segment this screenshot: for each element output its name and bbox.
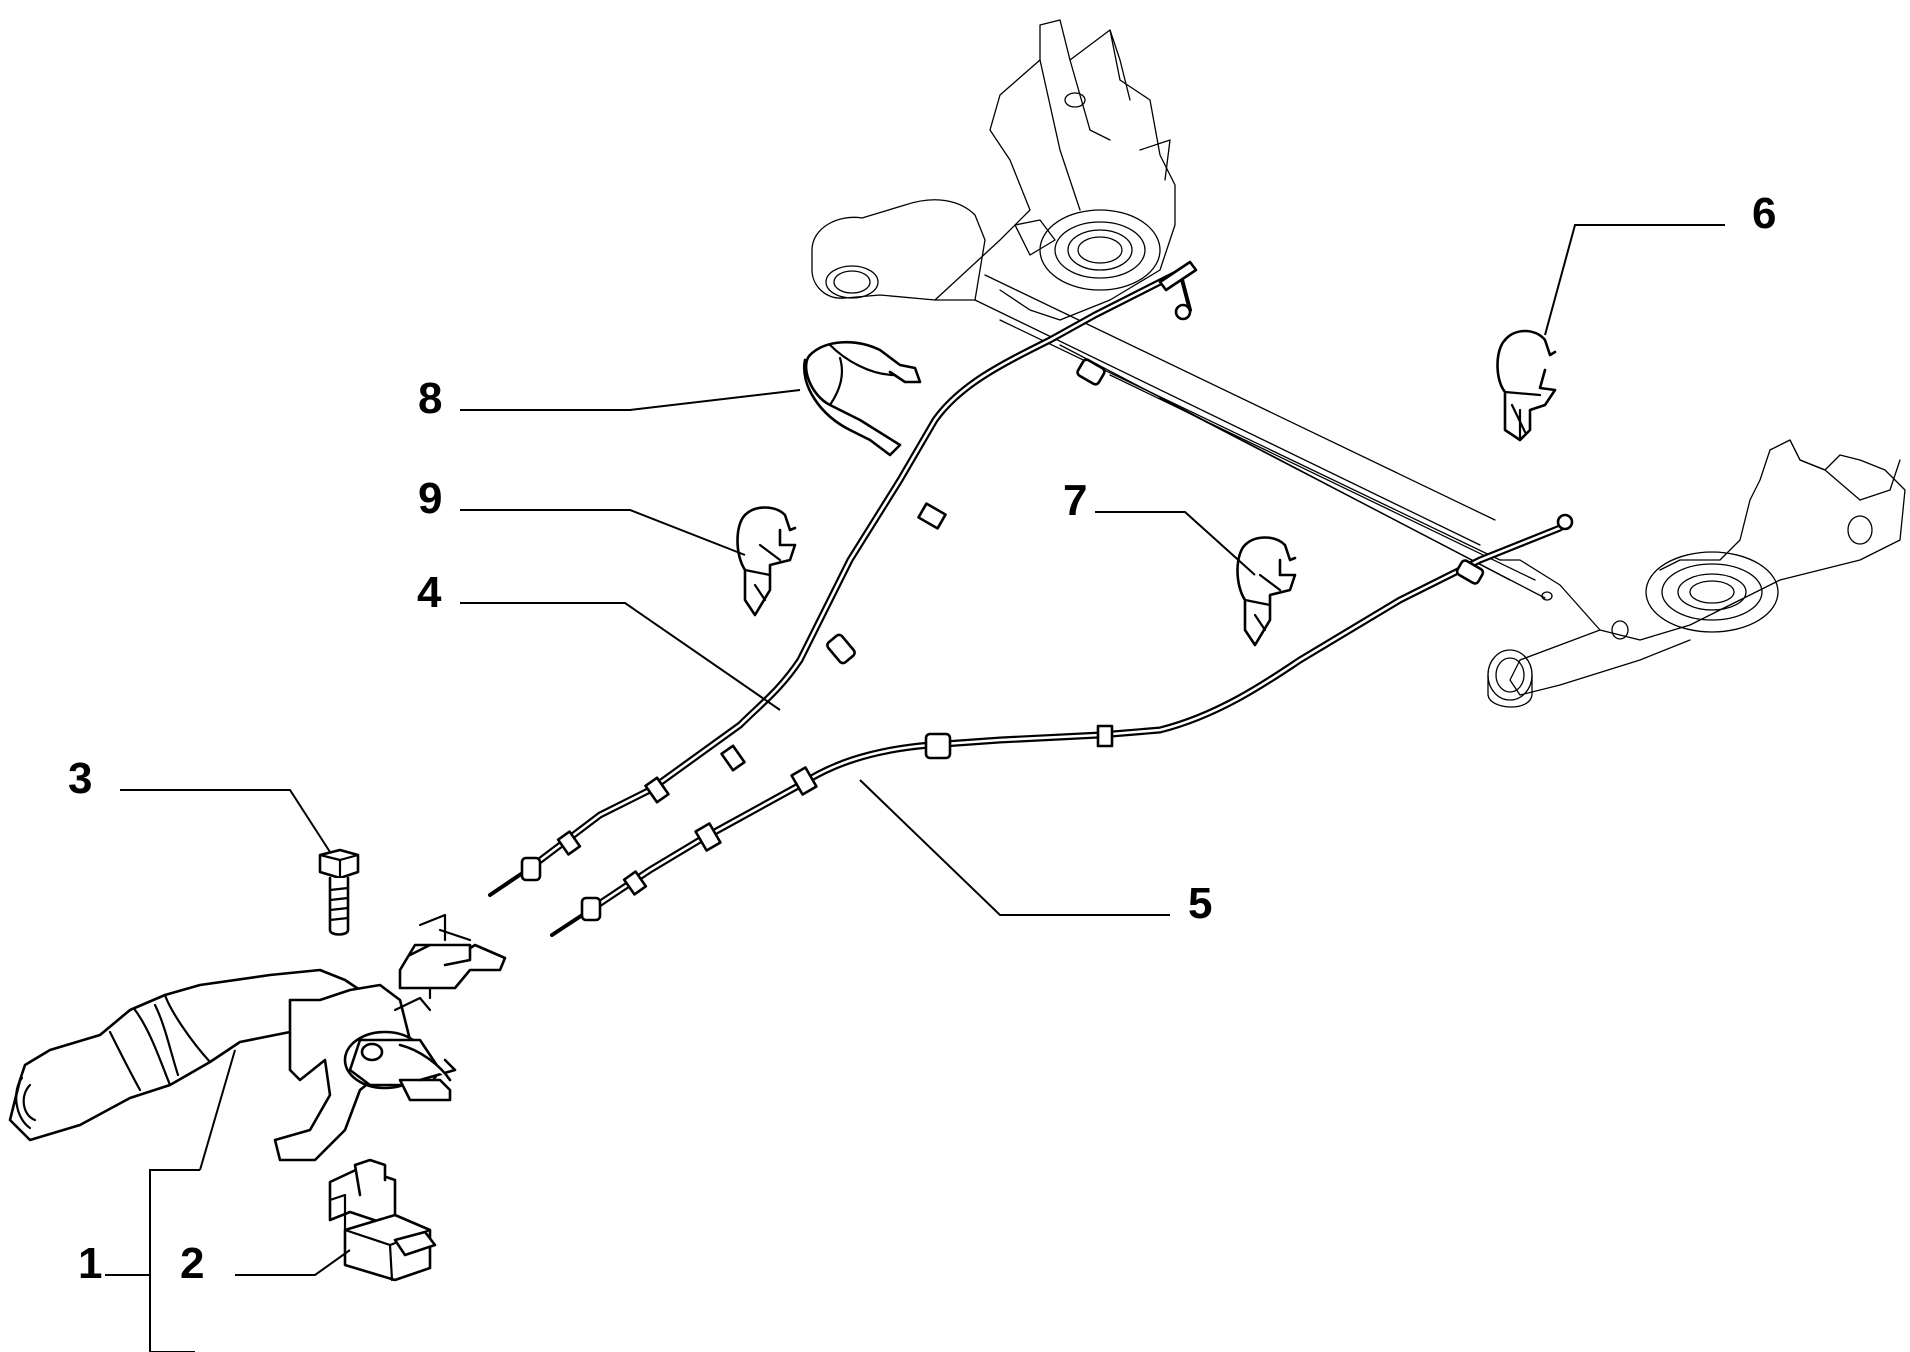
callout-2: 2 <box>180 1239 204 1288</box>
rear-axle-beam <box>811 19 1906 708</box>
leader-1-bracket <box>149 1169 200 1352</box>
leader-lines <box>105 224 1725 1352</box>
brake-switch <box>328 1158 437 1282</box>
clamp-8 <box>802 340 922 457</box>
callout-numbers: 1 2 3 4 5 6 7 8 9 <box>68 189 1776 1288</box>
callout-9: 9 <box>418 474 442 523</box>
callout-3: 3 <box>68 754 92 803</box>
cable-5 <box>550 513 1574 937</box>
leader-1-lever <box>199 1049 236 1171</box>
callout-4: 4 <box>417 568 442 617</box>
clip-9 <box>736 506 797 617</box>
leader-4 <box>460 602 781 711</box>
bolt <box>318 848 360 936</box>
callout-1: 1 <box>78 1239 102 1288</box>
leader-7 <box>1095 511 1256 576</box>
leader-2 <box>235 1249 351 1276</box>
callout-5: 5 <box>1188 879 1212 928</box>
callout-7: 7 <box>1063 476 1087 525</box>
leader-6 <box>1544 224 1725 336</box>
leader-9 <box>460 509 746 556</box>
callout-8: 8 <box>418 374 442 423</box>
clip-7 <box>1236 536 1297 647</box>
handbrake-lever <box>8 913 507 1162</box>
cable-4 <box>488 260 1198 897</box>
leader-3 <box>120 789 331 853</box>
clip-6 <box>1496 329 1557 442</box>
leader-5 <box>859 779 1170 916</box>
callout-6: 6 <box>1752 189 1776 238</box>
leader-8 <box>460 389 801 411</box>
